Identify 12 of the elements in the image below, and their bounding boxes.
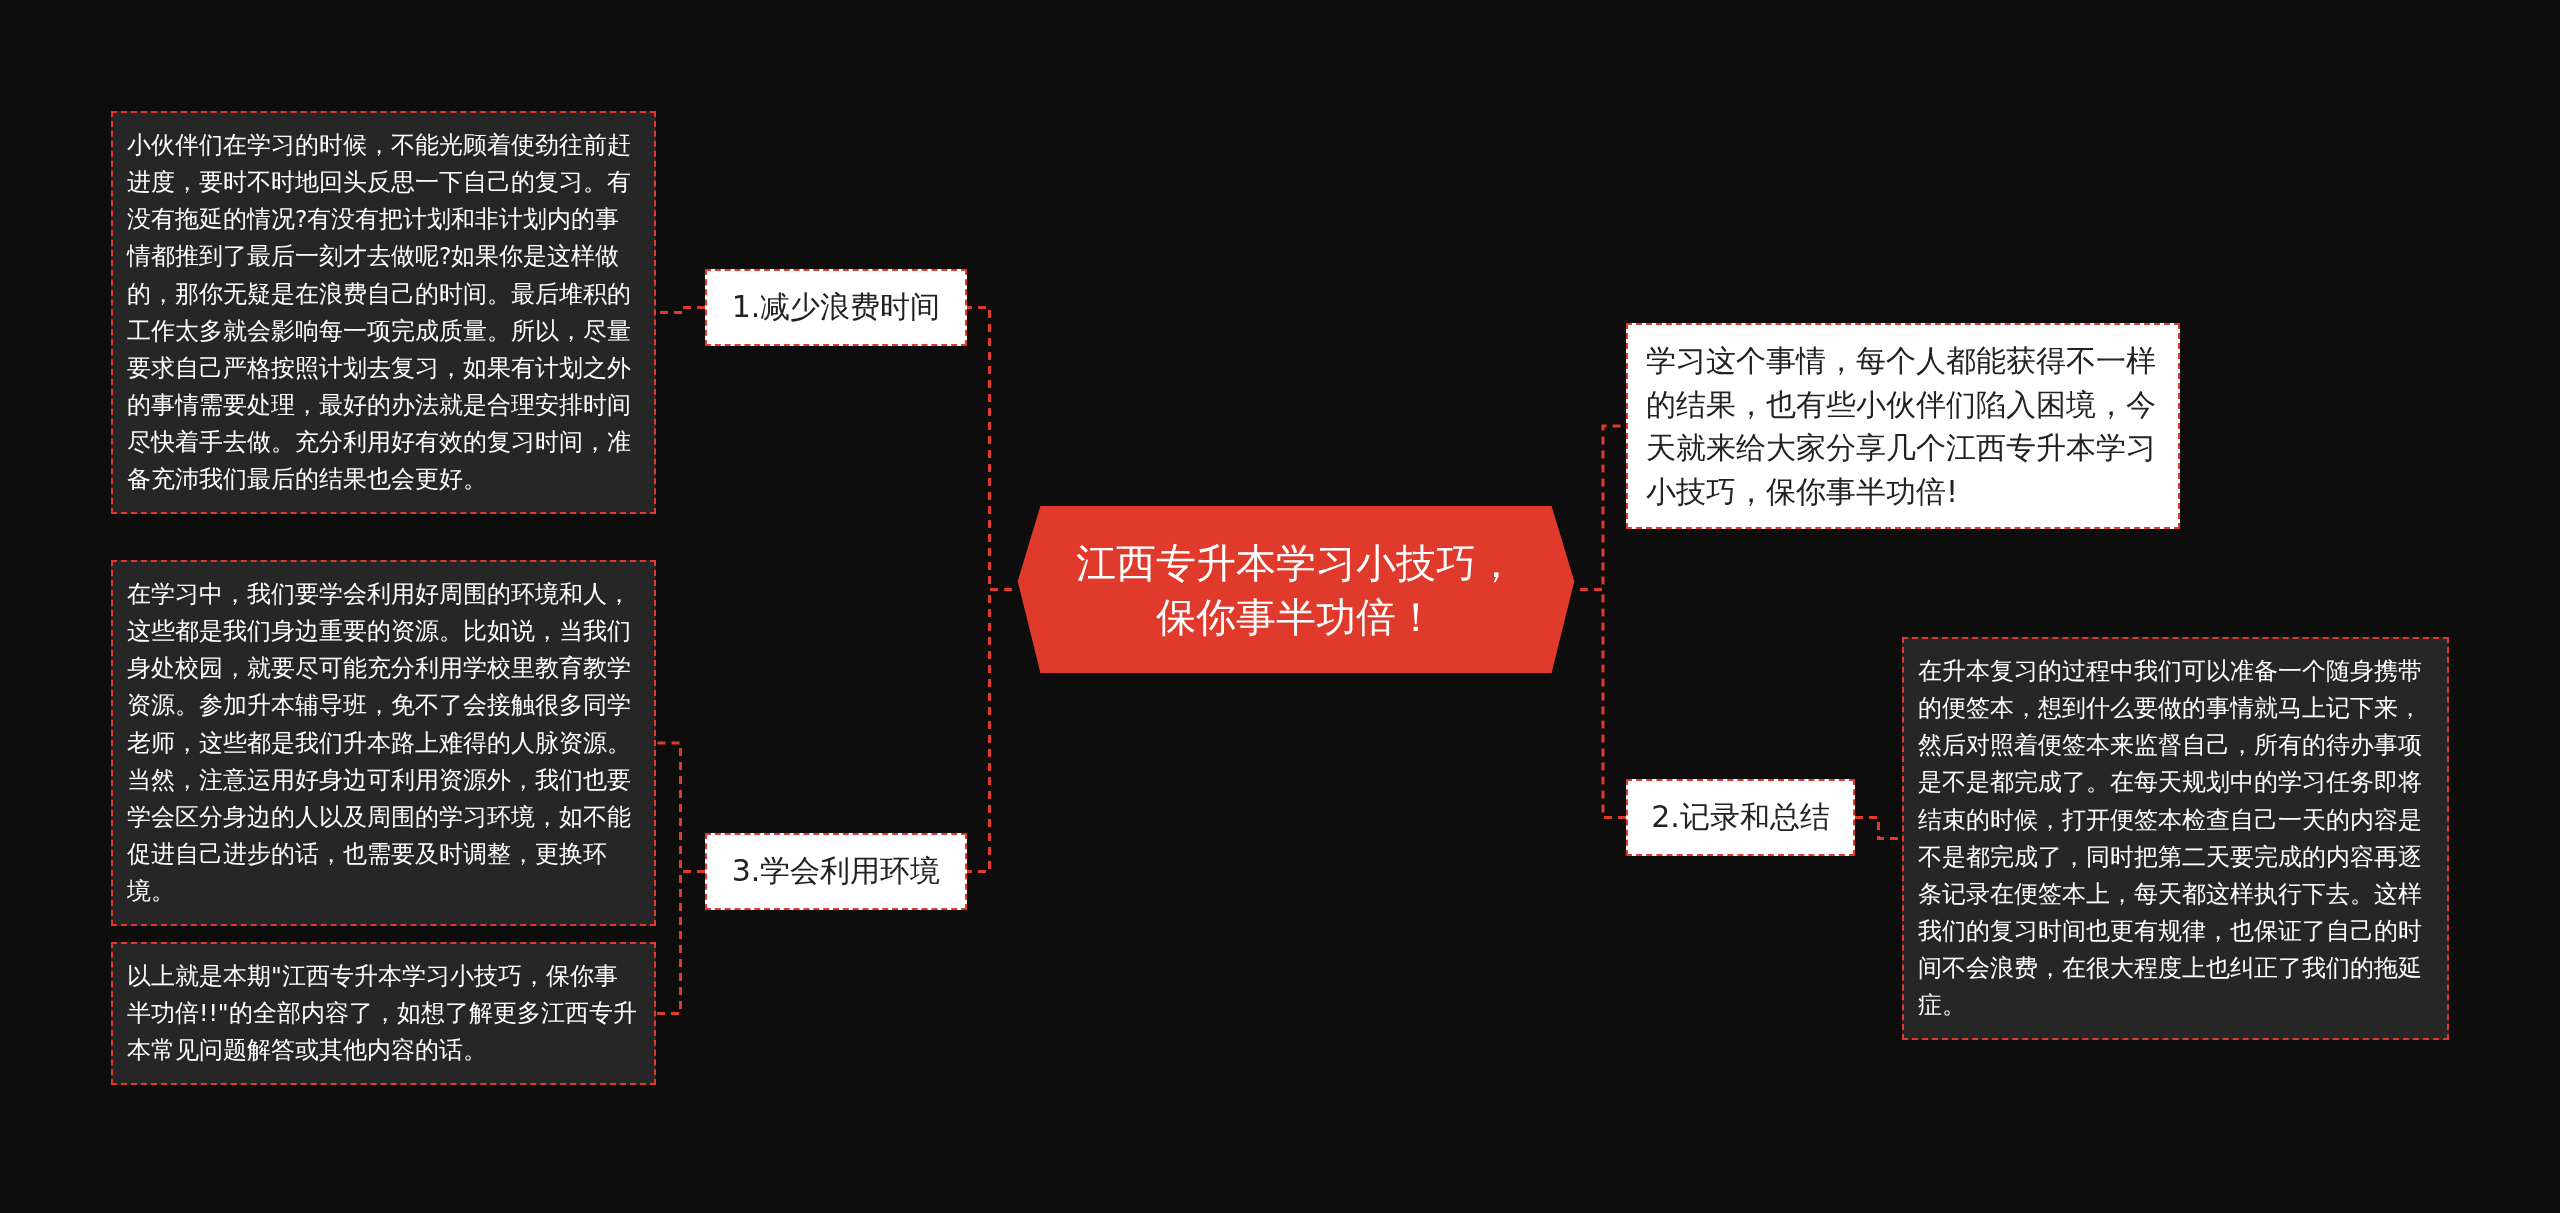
- note-box: 在学习中，我们要学会利用好周围的环境和人，这些都是我们身边重要的资源。比如说，当我们身处校园，就要尽可能充分利用学校里教育教学资源。参加升本辅导班，免不了会接触很多同学老师，这些都是我们升本路上难得的人脉资源。当然，注意运用好身边可利用资源外，我们也要学会区分身边的人以及周围的学习环境，如不能促进自己进步的话，也需要及时调整，更换环境。: [111, 560, 656, 927]
- connector-line: [1580, 588, 1626, 819]
- note-box: 以上就是本期"江西专升本学习小技巧，保你事半功倍!!"的全部内容了，如想了解更多江西专升本常见问题解答或其他内容的话。: [111, 942, 656, 1086]
- summary-box: 学习这个事情，每个人都能获得不一样的结果，也有些小伙伴们陷入困境，今天就来给大家分享几个江西专升本学习小技巧，保你事半功倍!: [1626, 323, 2180, 529]
- note-box: 在升本复习的过程中我们可以准备一个随身携带的便签本，想到什么要做的事情就马上记下来，然后对照着便签本来监督自己，所有的待办事项是不是都完成了。在每天规划中的学习任务即将结束的时候，打开便签本检查自己一天的内容是不是都完成了，同时把第二天要完成的内容再逐条记录在便签本上，每天都这样执行下去。这样我们的复习时间也更有规律，也保证了自己的时间不会浪费，在很大程度上也纠正了我们的拖延症。: [1902, 637, 2449, 1041]
- branch-topic: 3.学会利用环境: [705, 833, 967, 910]
- note-box: 小伙伴们在学习的时候，不能光顾着使劲往前赶进度，要时不时地回头反思一下自己的复习。有没有拖延的情况?有没有把计划和非计划内的事情都推到了最后一刻才去做呢?如果你是这样做的，那你无疑是在浪费自己的时间。最后堆积的工作太多就会影响每一项完成质量。所以，尽量要求自己严格按照计划去复习，如果有计划之外的事情需要处理，最好的办法就是合理安排时间尽快着手去做。充分利用好有效的复习时间，准备充沛我们最后的结果也会更好。: [111, 111, 656, 515]
- branch-topic: 1.减少浪费时间: [705, 269, 967, 346]
- connector-line: [967, 588, 1012, 873]
- branch-topic: 2.记录和总结: [1626, 779, 1855, 856]
- topic-title: 江西专升本学习小技巧，保你事半功倍！: [1075, 538, 1517, 642]
- connector-line: [656, 870, 705, 1015]
